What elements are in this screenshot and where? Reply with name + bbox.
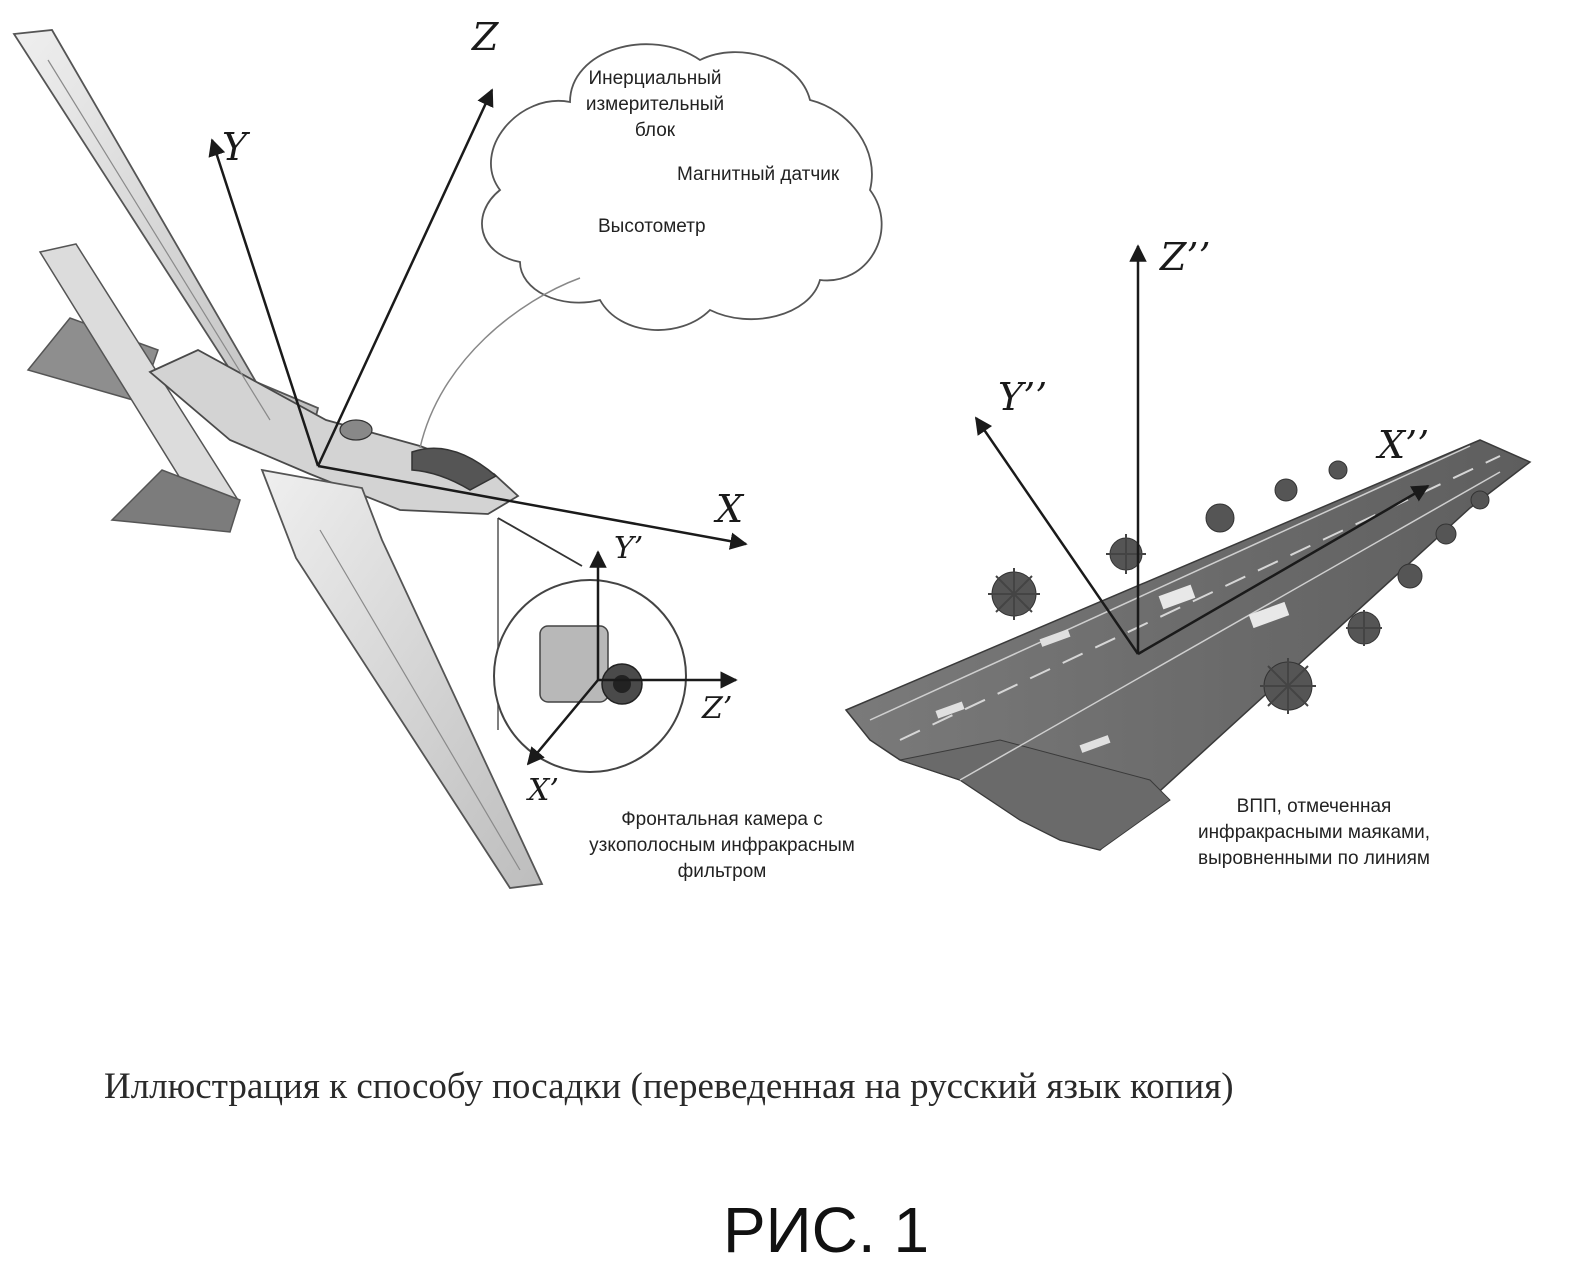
ir-beacon-rays: [988, 534, 1382, 714]
figure-number: РИС. 1: [723, 1194, 929, 1266]
runway-note-line-2: инфракрасными маяками,: [1198, 822, 1430, 843]
cloud-imu-line-2: измерительный: [586, 94, 724, 115]
aircraft-z-label: Z: [471, 15, 499, 59]
ir-beacon: [1435, 523, 1457, 545]
camera-x-label: X’: [526, 773, 559, 808]
ir-beacon: [1205, 503, 1235, 533]
ir-beacon: [1470, 490, 1490, 510]
aircraft-axes: X Y Z: [208, 15, 748, 550]
runway-axes: Z’’ Y’’ X’’: [974, 235, 1430, 656]
cloud-magnetic-sensor: Магнитный датчик: [677, 164, 840, 185]
runway-y-label: Y’’: [998, 375, 1047, 419]
ir-beacon: [1328, 460, 1348, 480]
runway-x-axis: [1137, 484, 1430, 656]
runway-x-label: X’’: [1375, 423, 1429, 467]
runway-y-axis: [974, 416, 1140, 655]
runway-illustration: [844, 439, 1532, 851]
runway-note-line-1: ВПП, отмеченная: [1237, 796, 1392, 817]
aircraft-z-axis: [316, 88, 494, 467]
ir-beacon: [1397, 563, 1423, 589]
camera-note: Фронтальная камера с узкополосным инфрак…: [589, 809, 855, 882]
cloud-imu-line-1: Инерциальный: [588, 68, 721, 89]
runway-note: ВПП, отмеченная инфракрасными маяками, в…: [1198, 796, 1430, 869]
aircraft-x-label: X: [713, 487, 745, 531]
cloud-imu-line-3: блок: [635, 120, 676, 141]
runway-z-label: Z’’: [1159, 235, 1211, 279]
camera-x-axis: [526, 679, 599, 766]
camera-note-line-3: фильтром: [678, 861, 767, 882]
camera-body: [539, 625, 609, 703]
aircraft-y-label: Y: [222, 125, 251, 169]
camera-inset: Y’ Z’ X’: [493, 517, 738, 808]
ir-beacon: [1274, 478, 1298, 502]
aircraft-y-axis: [208, 138, 320, 467]
camera-z-label: Z’: [701, 691, 732, 726]
aircraft-illustration: [12, 29, 544, 889]
figure-caption: Иллюстрация к способу посадки (переведен…: [104, 1066, 1234, 1107]
runway-note-line-3: выровненными по линиям: [1198, 848, 1430, 869]
camera-note-line-2: узкополосным инфракрасным: [589, 835, 855, 856]
sensor-cloud: Инерциальный измерительный блок Магнитны…: [419, 43, 883, 449]
aircraft-x-axis: [317, 464, 748, 550]
camera-y-label: Y’: [614, 531, 643, 566]
cloud-altimeter: Высотометр: [598, 216, 706, 237]
camera-note-line-1: Фронтальная камера с: [621, 809, 823, 830]
